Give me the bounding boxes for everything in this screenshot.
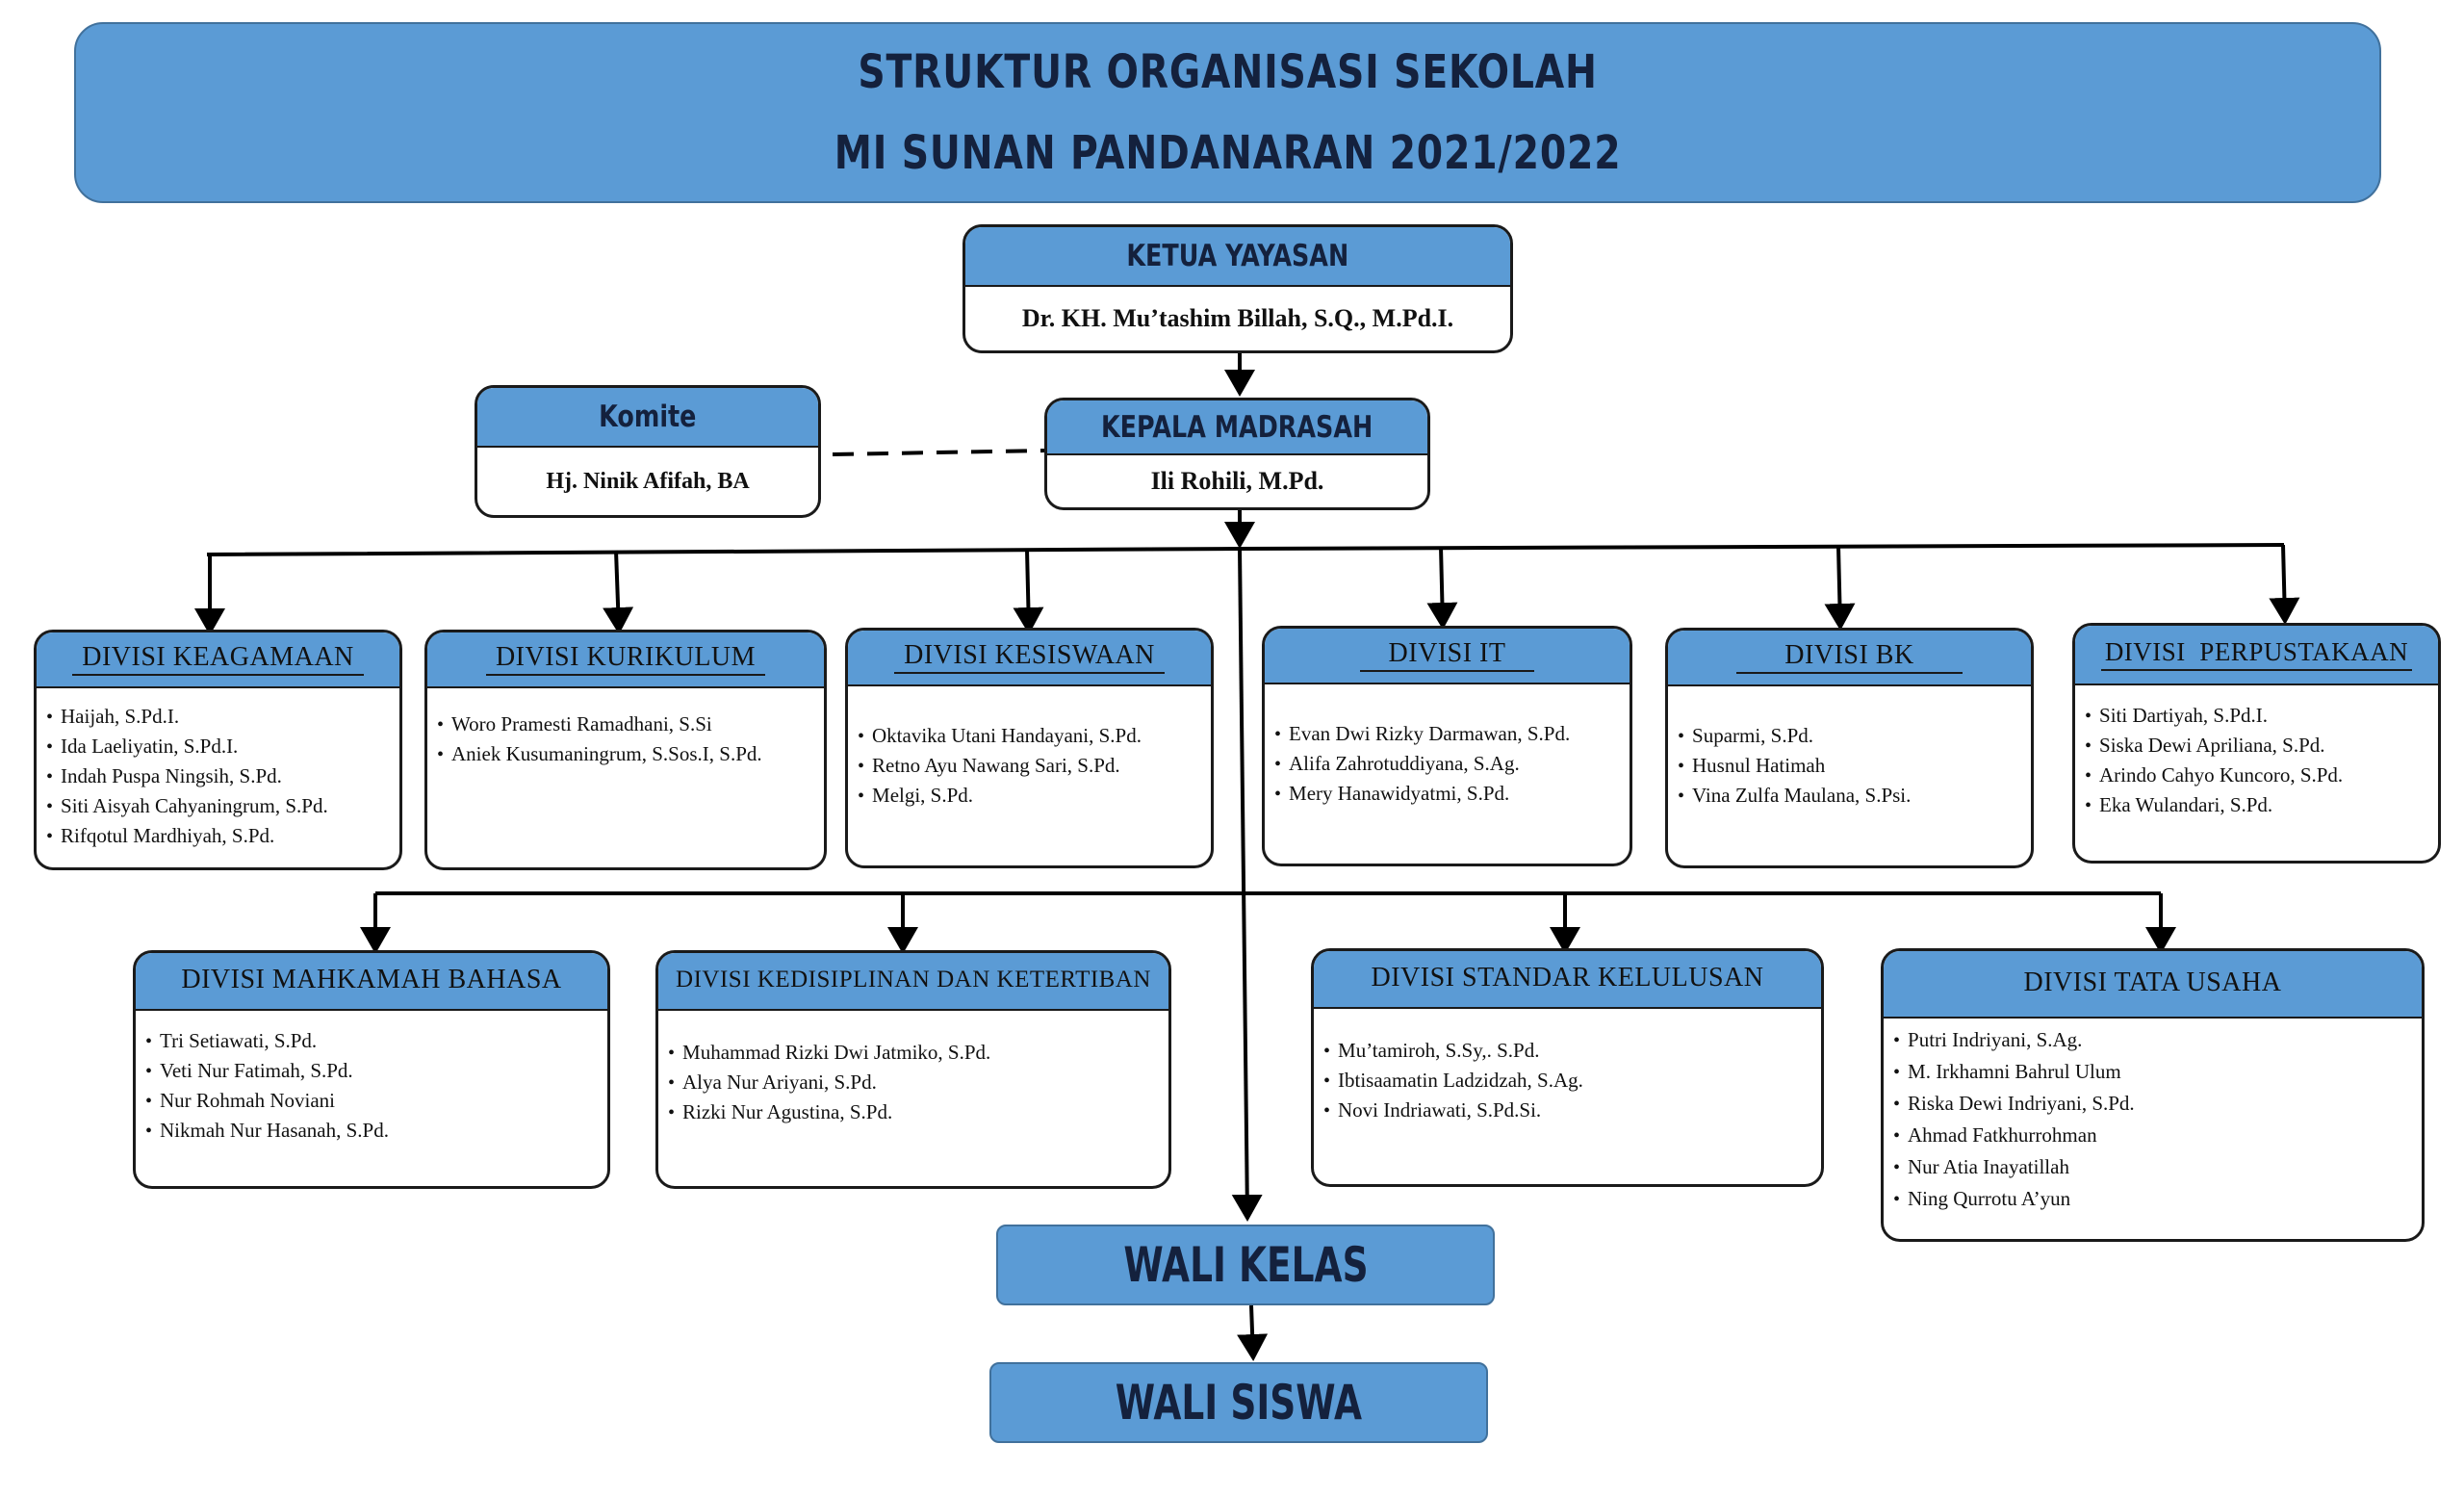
list-item: Novi Indriawati, S.Pd.Si. bbox=[1323, 1096, 1821, 1125]
connector-to-kesiswaan bbox=[1013, 549, 1044, 634]
list-item: Indah Puspa Ningsih, S.Pd. bbox=[46, 761, 399, 791]
list-item: Siti Dartiyah, S.Pd.I. bbox=[2085, 701, 2438, 731]
title-line-2: MI SUNAN PANDANARAN 2021/2022 bbox=[834, 126, 1622, 180]
divisi-kesiswaan-box: DIVISI KESISWAAN Oktavika Utani Handayan… bbox=[845, 628, 1214, 868]
list-item: Arindo Cahyo Kuncoro, S.Pd. bbox=[2085, 761, 2438, 790]
divisi-it-box: DIVISI IT Evan Dwi Rizky Darmawan, S.Pd.… bbox=[1262, 626, 1632, 866]
divisi-kedisiplinan-box: DIVISI KEDISIPLINAN DAN KETERTIBAN Muham… bbox=[655, 950, 1171, 1189]
divisi-bk-title: DIVISI BK bbox=[1736, 640, 1963, 675]
connector-komite-dashed bbox=[832, 449, 1045, 456]
connector-trunk bbox=[1231, 548, 1263, 1222]
list-item: Alifa Zahrotuddiyana, S.Ag. bbox=[1274, 749, 1630, 779]
list-item: Melgi, S.Pd. bbox=[858, 781, 1211, 811]
connector-upper-bus bbox=[206, 543, 2285, 556]
wali-kelas-label: WALI KELAS bbox=[1122, 1237, 1369, 1293]
komite-title: Komite bbox=[599, 400, 697, 434]
list-item: Ning Qurrotu A’yun bbox=[1893, 1183, 2422, 1215]
divisi-standar-kelulusan-box: DIVISI STANDAR KELULUSAN Mu’tamiroh, S.S… bbox=[1311, 948, 1824, 1187]
list-item: Muhammad Rizki Dwi Jatmiko, S.Pd. bbox=[668, 1038, 1168, 1068]
connector-to-perpustakaan bbox=[2269, 544, 2300, 625]
list-item: Mu’tamiroh, S.Sy,. S.Pd. bbox=[1323, 1036, 1821, 1066]
list-item: Tri Setiawati, S.Pd. bbox=[145, 1026, 607, 1056]
connector-to-bk bbox=[1824, 545, 1856, 631]
connector-walikelas-walisiswa bbox=[1237, 1304, 1269, 1361]
divisi-kurikulum-box: DIVISI KURIKULUM Woro Pramesti Ramadhani… bbox=[424, 630, 827, 870]
list-item: Alya Nur Ariyani, S.Pd. bbox=[668, 1068, 1168, 1097]
divisi-mahkamah-bahasa-box: DIVISI MAHKAMAH BAHASA Tri Setiawati, S.… bbox=[133, 950, 610, 1189]
komite-name: Hj. Ninik Afifah, BA bbox=[546, 468, 750, 494]
komite-box: Komite Hj. Ninik Afifah, BA bbox=[475, 385, 821, 518]
list-item: Vina Zulfa Maulana, S.Psi. bbox=[1678, 781, 2031, 811]
list-item: Siska Dewi Apriliana, S.Pd. bbox=[2085, 731, 2438, 761]
divisi-kedisiplinan-title: DIVISI KEDISIPLINAN DAN KETERTIBAN bbox=[676, 967, 1151, 993]
list-item: Putri Indriyani, S.Ag. bbox=[1893, 1024, 2422, 1056]
connector-to-kurikulum bbox=[603, 550, 634, 634]
divisi-kesiswaan-title: DIVISI KESISWAAN bbox=[894, 640, 1165, 675]
list-item: Ibtisaamatin Ladzidzah, S.Ag. bbox=[1323, 1066, 1821, 1096]
list-item: Haijah, S.Pd.I. bbox=[46, 702, 399, 732]
divisi-bk-box: DIVISI BK Suparmi, S.Pd. Husnul Hatimah … bbox=[1665, 628, 2034, 868]
title-banner: STRUKTUR ORGANISASI SEKOLAH MI SUNAN PAN… bbox=[74, 22, 2381, 203]
list-item: Suparmi, S.Pd. bbox=[1678, 721, 2031, 751]
ketua-yayasan-name: Dr. KH. Mu’tashim Billah, S.Q., M.Pd.I. bbox=[1021, 304, 1454, 332]
list-item: Rizki Nur Agustina, S.Pd. bbox=[668, 1097, 1168, 1127]
list-item: Oktavika Utani Handayani, S.Pd. bbox=[858, 721, 1211, 751]
ketua-yayasan-title: KETUA YAYASAN bbox=[1126, 239, 1349, 273]
kepala-madrasah-name: Ili Rohili, M.Pd. bbox=[1150, 467, 1324, 495]
wali-siswa-box: WALI SISWA bbox=[989, 1362, 1488, 1443]
list-item: Nur Rohmah Noviani bbox=[145, 1086, 607, 1116]
divisi-keagamaan-box: DIVISI KEAGAMAAN Haijah, S.Pd.I. Ida Lae… bbox=[34, 630, 402, 870]
divisi-perpustakaan-box: DIVISI PERPUSTAKAAN Siti Dartiyah, S.Pd.… bbox=[2072, 623, 2441, 864]
divisi-kurikulum-title: DIVISI KURIKULUM bbox=[485, 642, 766, 677]
divisi-standar-kelulusan-title: DIVISI STANDAR KELULUSAN bbox=[1371, 962, 1764, 993]
list-item: M. Irkhamni Bahrul Ulum bbox=[1893, 1056, 2422, 1088]
divisi-it-title: DIVISI IT bbox=[1359, 638, 1535, 673]
wali-siswa-label: WALI SISWA bbox=[1115, 1375, 1363, 1431]
list-item: Riska Dewi Indriyani, S.Pd. bbox=[1893, 1088, 2422, 1120]
divisi-tata-usaha-title: DIVISI TATA USAHA bbox=[2023, 967, 2282, 997]
connector-to-it bbox=[1426, 546, 1458, 630]
list-item: Siti Aisyah Cahyaningrum, S.Pd. bbox=[46, 791, 399, 821]
list-item: Ida Laeliyatin, S.Pd.I. bbox=[46, 732, 399, 761]
list-item: Veti Nur Fatimah, S.Pd. bbox=[145, 1056, 607, 1086]
divisi-keagamaan-title: DIVISI KEAGAMAAN bbox=[72, 642, 364, 677]
list-item: Ahmad Fatkhurrohman bbox=[1893, 1120, 2422, 1151]
wali-kelas-box: WALI KELAS bbox=[996, 1225, 1495, 1305]
list-item: Retno Ayu Nawang Sari, S.Pd. bbox=[858, 751, 1211, 781]
list-item: Woro Pramesti Ramadhani, S.Si bbox=[437, 709, 824, 739]
kepala-madrasah-title: KEPALA MADRASAH bbox=[1101, 409, 1373, 445]
divisi-mahkamah-bahasa-title: DIVISI MAHKAMAH BAHASA bbox=[181, 964, 562, 994]
list-item: Evan Dwi Rizky Darmawan, S.Pd. bbox=[1274, 719, 1630, 749]
list-item: Nur Atia Inayatillah bbox=[1893, 1151, 2422, 1183]
list-item: Aniek Kusumaningrum, S.Sos.I, S.Pd. bbox=[437, 739, 824, 769]
list-item: Nikmah Nur Hasanah, S.Pd. bbox=[145, 1116, 607, 1146]
list-item: Eka Wulandari, S.Pd. bbox=[2085, 790, 2438, 820]
list-item: Rifqotul Mardhiyah, S.Pd. bbox=[46, 821, 399, 851]
kepala-madrasah-box: KEPALA MADRASAH Ili Rohili, M.Pd. bbox=[1044, 398, 1430, 510]
divisi-perpustakaan-title: DIVISI PERPUSTAKAAN bbox=[2100, 637, 2413, 671]
list-item: Husnul Hatimah bbox=[1678, 751, 2031, 781]
divisi-tata-usaha-box: DIVISI TATA USAHA Putri Indriyani, S.Ag.… bbox=[1881, 948, 2425, 1242]
title-line-1: STRUKTUR ORGANISASI SEKOLAH bbox=[858, 45, 1598, 99]
ketua-yayasan-box: KETUA YAYASAN Dr. KH. Mu’tashim Billah, … bbox=[962, 224, 1513, 353]
list-item: Mery Hanawidyatmi, S.Pd. bbox=[1274, 779, 1630, 809]
